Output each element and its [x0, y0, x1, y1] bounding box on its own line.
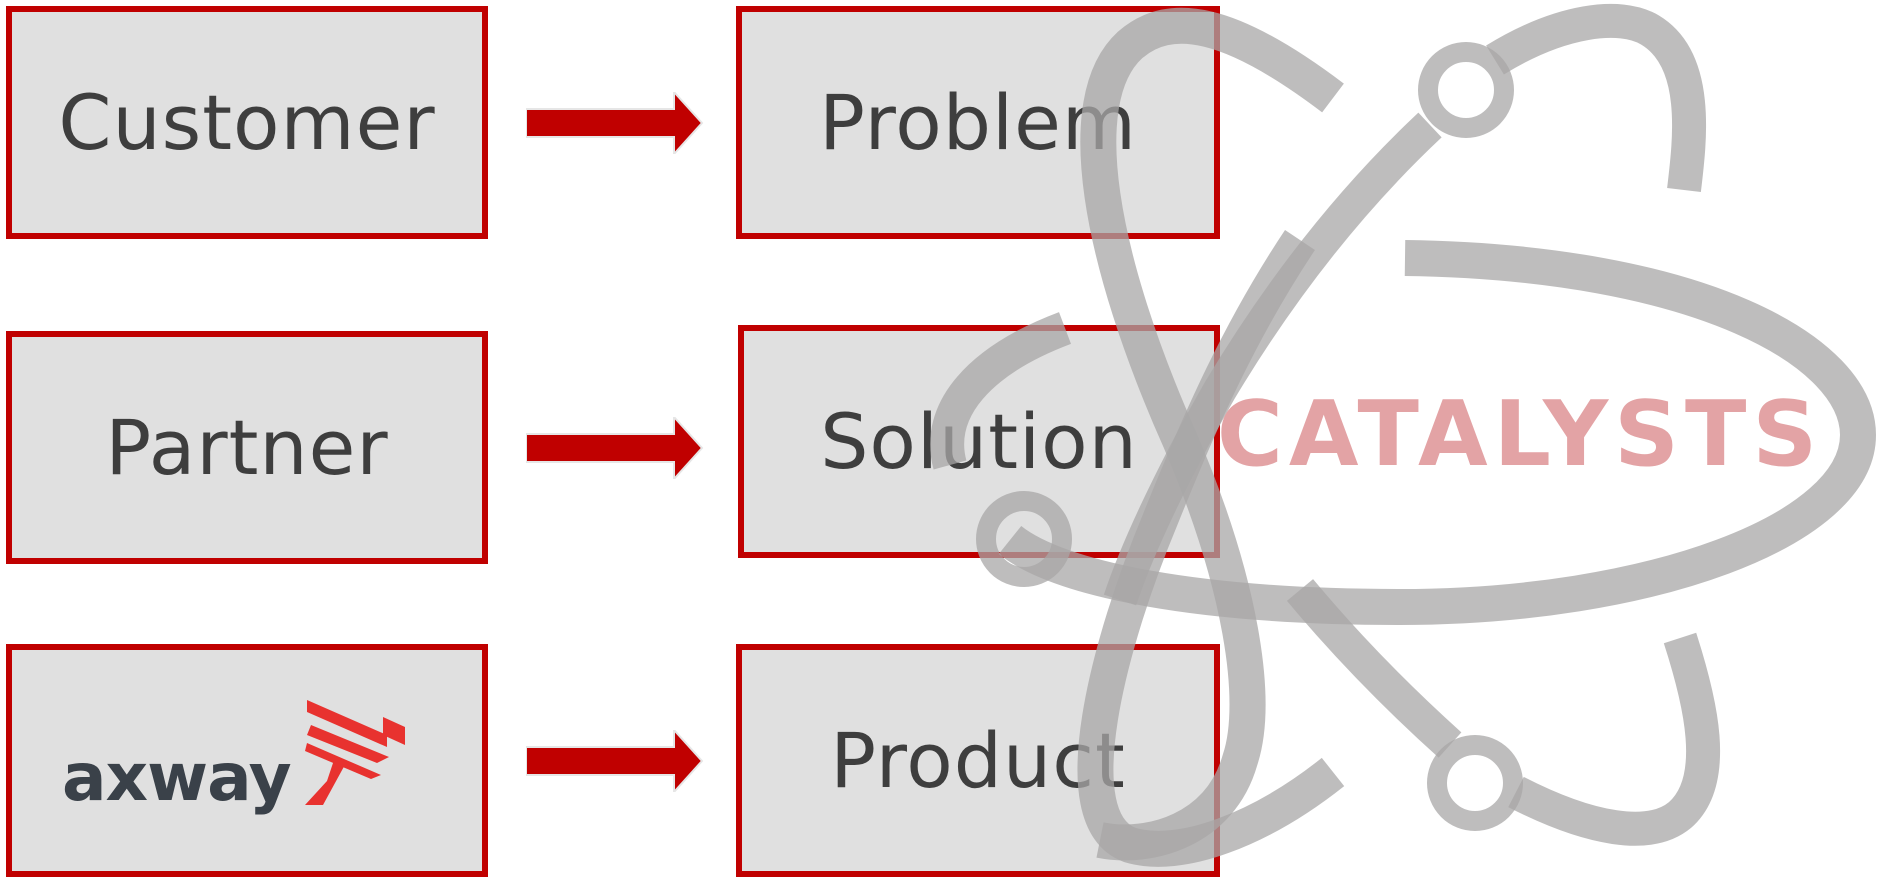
- arrow-axway-to-product: [526, 730, 704, 792]
- catalysts-text: CATALYSTS: [1217, 382, 1823, 487]
- partner-box: Partner: [6, 331, 488, 564]
- product-label: Product: [830, 716, 1126, 805]
- partner-label: Partner: [105, 403, 389, 492]
- solution-label: Solution: [820, 397, 1138, 486]
- customer-box: Customer: [6, 6, 488, 239]
- problem-label: Problem: [819, 78, 1137, 167]
- customer-label: Customer: [58, 78, 436, 167]
- axway-wordmark: axway: [62, 739, 292, 816]
- arrow-customer-to-problem: [526, 92, 704, 154]
- axway-mark-icon: [304, 700, 405, 805]
- product-box: Product: [736, 644, 1220, 877]
- axway-logo: axway: [62, 695, 407, 811]
- arrow-partner-to-solution: [526, 417, 704, 479]
- solution-box: Solution: [738, 325, 1220, 558]
- problem-box: Problem: [736, 6, 1220, 239]
- axway-box: [6, 644, 488, 877]
